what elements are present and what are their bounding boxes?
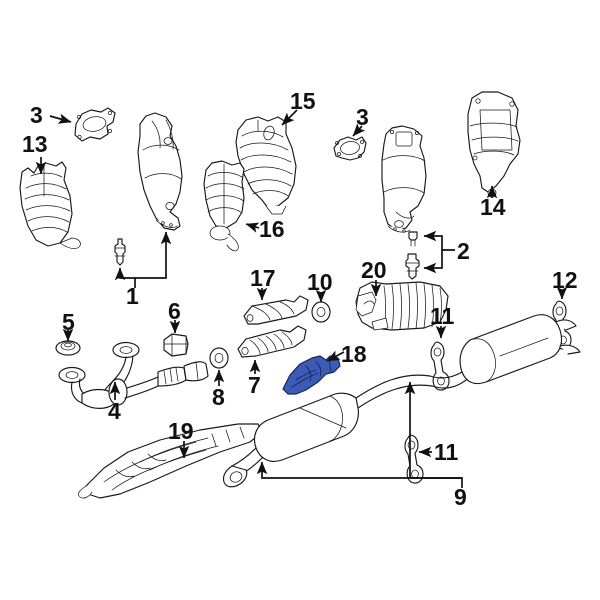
callout-10: 10	[307, 269, 333, 295]
part-7-bracket	[237, 325, 307, 358]
leader-3b	[352, 123, 366, 137]
callout-1: 1	[126, 283, 139, 309]
callout-3-left: 3	[30, 102, 43, 128]
part-2-nut	[408, 231, 418, 247]
part-5-washer	[55, 340, 81, 356]
leader-16	[245, 222, 260, 233]
leader-2	[423, 230, 455, 274]
callout-7: 7	[248, 372, 261, 398]
part-10-grommet	[311, 301, 331, 323]
callout-11-upper: 11	[430, 303, 455, 329]
callout-2: 2	[457, 238, 470, 264]
callout-9: 9	[454, 484, 467, 510]
part-8-grommet	[209, 347, 229, 369]
callout-18: 18	[341, 341, 367, 367]
callout-15: 15	[290, 88, 316, 114]
callout-3-right: 3	[356, 104, 369, 130]
part-2-sensor	[405, 253, 420, 280]
leader-3a	[49, 113, 72, 124]
leader-18	[326, 350, 345, 362]
callout-11-lower: 11	[434, 439, 459, 465]
callout-6: 6	[168, 298, 181, 324]
callout-5: 5	[62, 309, 75, 335]
part-13-heat-shield	[19, 161, 81, 249]
part-3-gasket-left	[74, 107, 116, 142]
part-11-hanger-upper	[430, 341, 450, 391]
part-17-bracket	[243, 295, 309, 325]
callout-17: 17	[250, 265, 276, 291]
part-16-converter	[203, 160, 245, 252]
callout-8: 8	[212, 384, 225, 410]
leader-9	[256, 382, 463, 488]
part-1-oxygen-sensor	[114, 238, 126, 266]
part-1-catalytic-converter	[137, 112, 183, 231]
part-6-bracket	[163, 333, 189, 357]
callout-19: 19	[168, 418, 194, 444]
part-4-front-exhaust-pipe	[58, 341, 209, 409]
part-11-hanger-lower	[404, 434, 424, 484]
callout-16: 16	[259, 216, 285, 242]
part-2-catalytic-converter	[381, 125, 427, 233]
part-14-bracket	[467, 91, 521, 198]
part-3-gasket-right	[333, 136, 367, 161]
part-18-highlighted-bracket[interactable]	[282, 355, 341, 395]
part-9-front-muffler	[222, 392, 359, 488]
leader-1	[114, 231, 172, 288]
callout-4: 4	[108, 398, 121, 424]
callout-20: 20	[361, 257, 387, 283]
part-15-heat-shield	[235, 116, 297, 215]
callout-14: 14	[480, 194, 506, 220]
leader-15	[281, 109, 298, 126]
callout-13: 13	[22, 131, 48, 157]
callout-12: 12	[552, 267, 578, 293]
